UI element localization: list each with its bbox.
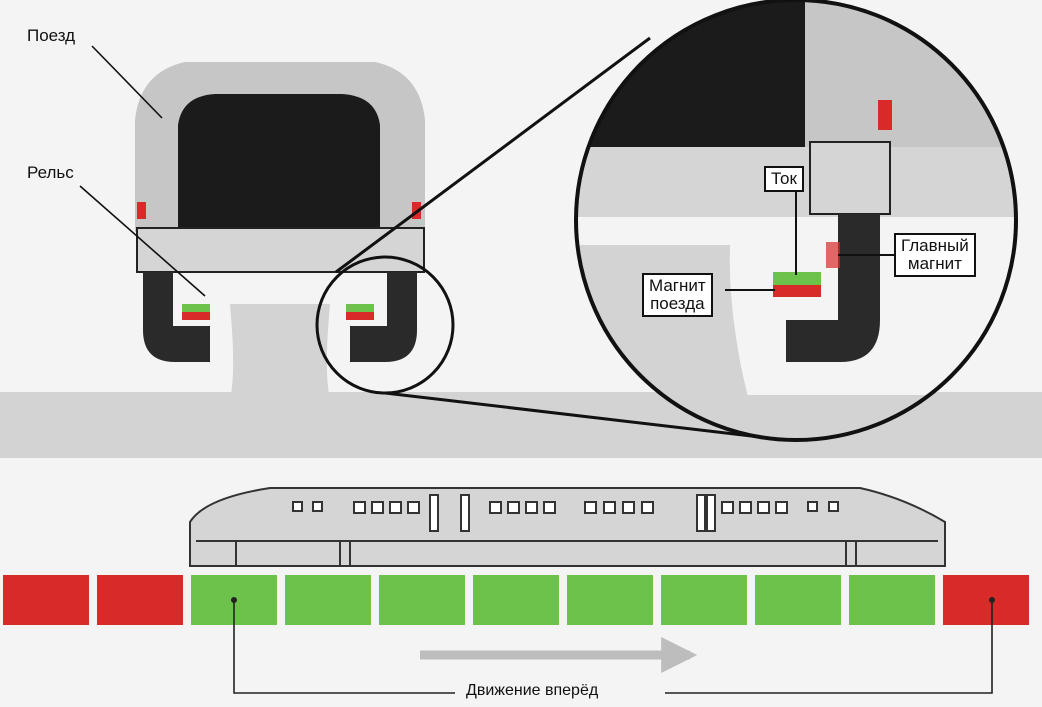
track-segment-green <box>473 575 559 625</box>
inset-skid <box>786 214 880 362</box>
tail-light-left <box>137 202 146 219</box>
bracket-dot-right <box>989 597 995 603</box>
zoom-inset <box>576 0 1016 440</box>
skid-right <box>350 272 417 362</box>
inset-train-magnet-red <box>773 285 821 297</box>
track-segment-red <box>3 575 89 625</box>
track-segment-red <box>943 575 1029 625</box>
track-segments <box>3 575 1029 625</box>
bracket-dot-left <box>231 597 237 603</box>
guideway-pillar <box>230 304 330 400</box>
inset-body <box>805 0 1016 147</box>
train-magnet-right <box>346 304 374 312</box>
label-rail: Рельс <box>27 163 74 182</box>
track-segment-green <box>661 575 747 625</box>
inset-light <box>878 100 892 130</box>
skid-left <box>143 272 210 362</box>
train-magnet-left <box>182 304 210 312</box>
train-lower-panel <box>136 227 425 273</box>
label-current: Ток <box>764 166 804 192</box>
inset-main-magnet <box>826 242 840 268</box>
motion-bracket-right <box>665 600 993 694</box>
train-magnet-left-red <box>182 312 210 320</box>
inset-window <box>576 0 805 147</box>
track-segment-green <box>849 575 935 625</box>
label-main-magnet: Главный магнит <box>894 233 976 277</box>
track-segment-green <box>285 575 371 625</box>
inset-body-panel <box>809 141 891 215</box>
label-train: Поезд <box>27 26 76 45</box>
track-segment-green <box>379 575 465 625</box>
train-side-body <box>189 487 946 567</box>
zoom-circle <box>574 0 1018 442</box>
zoom-line-top <box>335 36 651 274</box>
label-motion: Движение вперёд <box>466 682 599 699</box>
track-segment-green <box>755 575 841 625</box>
label-train-magnet: Магнит поезда <box>642 273 713 317</box>
track-segment-red <box>97 575 183 625</box>
train-magnet-right-red <box>346 312 374 320</box>
side-windows <box>292 494 839 532</box>
motion-bracket <box>233 600 455 694</box>
inset-body-band <box>576 147 1016 217</box>
leader-rail <box>79 185 206 297</box>
zoom-line-bottom <box>384 391 761 439</box>
inset-train-magnet-green <box>773 272 821 285</box>
train-side-view <box>189 487 946 567</box>
train-window <box>178 94 380 228</box>
focus-circle <box>315 255 455 395</box>
track-segment-green <box>567 575 653 625</box>
leader-train <box>91 45 163 119</box>
